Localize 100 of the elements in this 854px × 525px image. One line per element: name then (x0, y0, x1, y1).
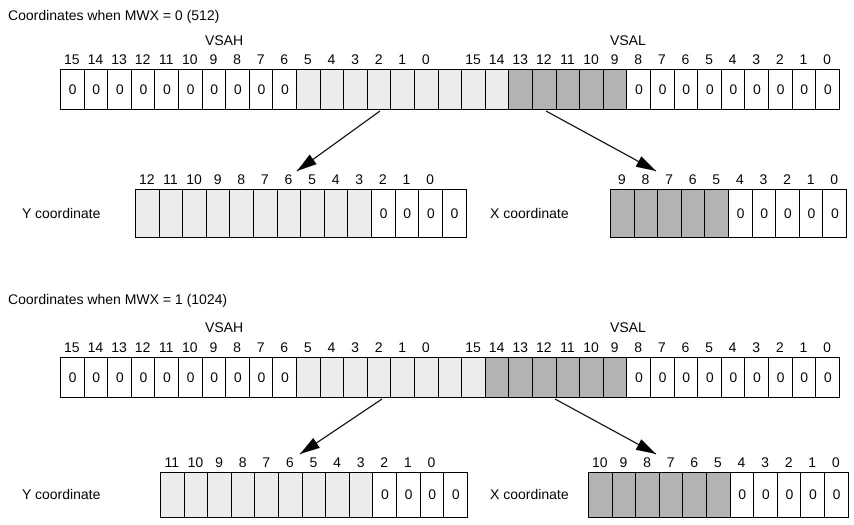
register-cell: 0 (720, 357, 746, 398)
bit-number: 3 (758, 172, 768, 187)
bit-number: 15 (63, 340, 81, 355)
bit-number: 13 (110, 340, 128, 355)
arrow (546, 110, 656, 172)
bit-number: 2 (774, 52, 785, 67)
bit-number: 2 (378, 172, 388, 187)
register-cell: 0 (394, 189, 420, 238)
register-cell: 0 (753, 472, 778, 518)
bit-number: 7 (666, 455, 676, 470)
bit-number: 0 (829, 172, 840, 187)
bit-number: 8 (633, 340, 644, 355)
bit-number: 3 (356, 455, 366, 470)
bit-number: 7 (261, 455, 272, 470)
bit-number: 7 (256, 52, 266, 67)
register-cell: 0 (60, 69, 86, 110)
bit-number: 3 (751, 52, 762, 67)
bit-number: 10 (185, 172, 203, 187)
bit-number: 4 (326, 340, 336, 355)
bit-number: 9 (208, 340, 218, 355)
register-cell: 0 (798, 189, 824, 238)
bit-number: 11 (158, 340, 174, 355)
bit-number: 11 (158, 52, 174, 67)
register-cell: 0 (776, 472, 802, 518)
bit-number: 9 (610, 340, 620, 355)
bit-number: 6 (284, 455, 295, 470)
bit-number: 11 (559, 340, 576, 355)
bit-number: 9 (610, 52, 620, 67)
register-cell: 0 (178, 69, 204, 110)
register-cell: 0 (697, 69, 722, 110)
bit-number: 4 (330, 172, 340, 187)
bit-number: 13 (511, 52, 529, 67)
bit-number: 8 (633, 52, 644, 67)
arrow (554, 398, 656, 455)
bit-number: 6 (688, 172, 698, 187)
bit-number: 9 (618, 455, 628, 470)
register-cell: 0 (768, 69, 794, 110)
register-cell: 0 (130, 69, 156, 110)
bit-number: 1 (397, 340, 408, 355)
bit-number: 0 (420, 340, 431, 355)
bit-number: 11 (164, 455, 180, 470)
bit-number: 10 (591, 455, 609, 470)
register-cell: 0 (442, 189, 467, 238)
bit-number: 7 (260, 172, 270, 187)
bit-number: 4 (728, 52, 738, 67)
register-cell: 0 (650, 69, 676, 110)
register-cell: 0 (674, 69, 699, 110)
register-name: Y coordinate (22, 487, 100, 502)
bit-number: 13 (110, 52, 128, 67)
register-cell: 0 (107, 357, 132, 398)
register-cell: 0 (225, 69, 250, 110)
bit-number: 5 (704, 340, 714, 355)
register-cell: 0 (720, 69, 746, 110)
register-cell: 0 (815, 69, 840, 110)
bit-number: 2 (379, 455, 390, 470)
bit-number: 10 (186, 455, 204, 470)
bit-number: 0 (425, 172, 435, 187)
bit-number: 7 (664, 172, 674, 187)
register-cell: 0 (626, 357, 652, 398)
bit-number: 4 (734, 172, 745, 187)
bit-number: 12 (138, 172, 156, 187)
bit-number: 2 (782, 172, 792, 187)
register-cell: 0 (800, 472, 826, 518)
register-cell: 0 (107, 69, 132, 110)
bit-number: 2 (774, 340, 785, 355)
register-cell: 0 (730, 472, 755, 518)
bit-number: 6 (680, 340, 690, 355)
bit-number: 8 (232, 52, 242, 67)
bit-number: 13 (511, 340, 529, 355)
bit-number: 1 (401, 172, 412, 187)
bit-number: 6 (689, 455, 700, 470)
bit-number: 15 (63, 52, 81, 67)
bit-number: 0 (426, 455, 436, 470)
register-cell: 0 (130, 357, 156, 398)
bit-number: 7 (656, 52, 667, 67)
register-cell: 0 (824, 472, 850, 518)
bit-number: 1 (397, 52, 408, 67)
bit-number: 14 (488, 340, 506, 355)
bit-number: 6 (279, 52, 290, 67)
register-cell: 0 (792, 357, 817, 398)
register-cell: 0 (650, 357, 676, 398)
bit-number: 4 (728, 340, 738, 355)
bit-number: 8 (238, 455, 248, 470)
register-name: VSAL (610, 33, 646, 48)
register-cell: 0 (815, 357, 840, 398)
bit-number: 10 (181, 340, 199, 355)
register-cell: 0 (697, 357, 722, 398)
register-cell: 0 (822, 189, 848, 238)
bit-number: 5 (302, 340, 313, 355)
bit-number: 5 (302, 52, 313, 67)
register-cell: 0 (248, 357, 274, 398)
bit-number: 2 (784, 455, 794, 470)
register-cell: 0 (626, 69, 652, 110)
bit-number: 8 (236, 172, 246, 187)
bit-number: 14 (86, 52, 104, 67)
register-cell: 0 (154, 357, 180, 398)
register-cell: 0 (792, 69, 817, 110)
register-cell: 0 (728, 189, 754, 238)
bit-number: 4 (326, 52, 336, 67)
register-cell: 0 (420, 472, 445, 518)
